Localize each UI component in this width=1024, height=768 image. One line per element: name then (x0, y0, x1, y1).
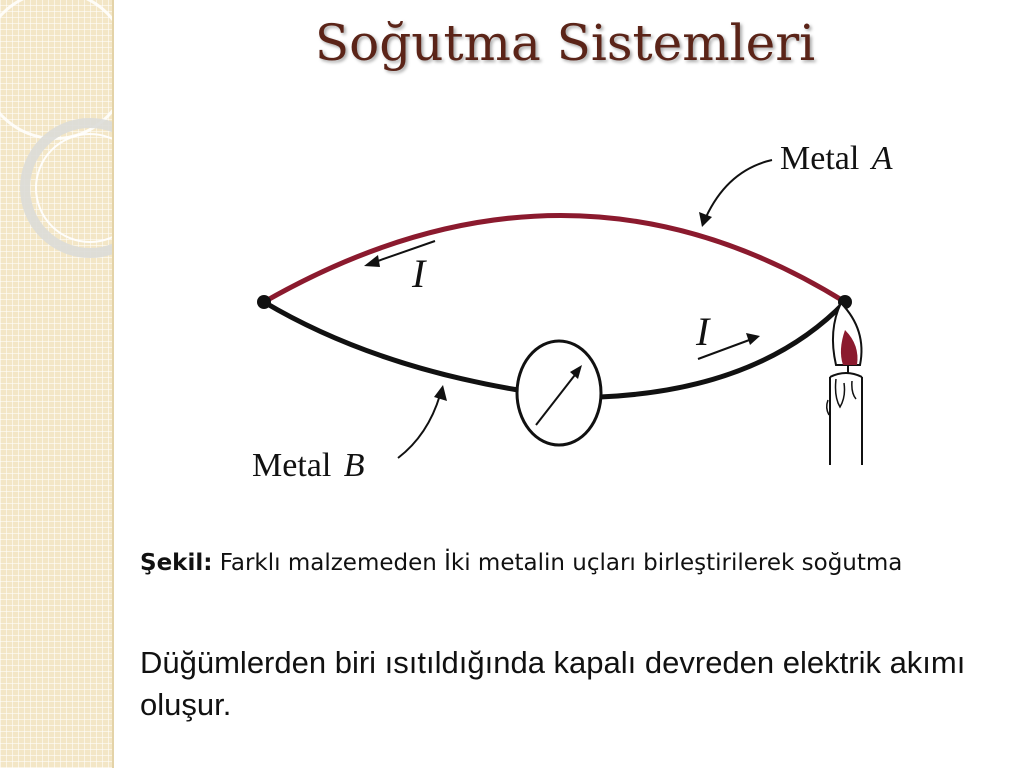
caption-text: Farklı malzemeden İki metalin uçları bir… (212, 550, 903, 576)
slide-title: Soğutma Sistemleri (314, 14, 816, 72)
metal-b-label: Metal B (252, 447, 365, 484)
galvanometer-icon (515, 339, 603, 447)
metal-b-pointer (397, 385, 447, 459)
figure-caption: Şekil: Farklı malzemeden İki metalin uçl… (140, 543, 980, 583)
decorative-side-strip (0, 0, 112, 768)
metal-a-label: Metal A (780, 140, 893, 177)
explanation-text: Düğümlerden biri ısıtıldığında kapalı de… (140, 645, 966, 722)
metal-b-wire (262, 299, 519, 393)
current-label-upper: I (411, 251, 427, 296)
metal-a-pointer (699, 159, 773, 227)
left-junction (257, 295, 271, 309)
current-label-lower: I (695, 309, 711, 354)
metal-a-wire (262, 213, 847, 305)
current-arrow-upper (364, 240, 436, 267)
candle-icon (825, 301, 863, 465)
thermocouple-diagram: I I Metal A Metal B (252, 140, 893, 484)
decorative-ring (20, 118, 112, 258)
metal-b-wire (599, 300, 847, 400)
side-strip-edge (112, 0, 114, 768)
caption-label: Şekil: (140, 550, 213, 576)
current-arrow-lower (697, 333, 760, 360)
